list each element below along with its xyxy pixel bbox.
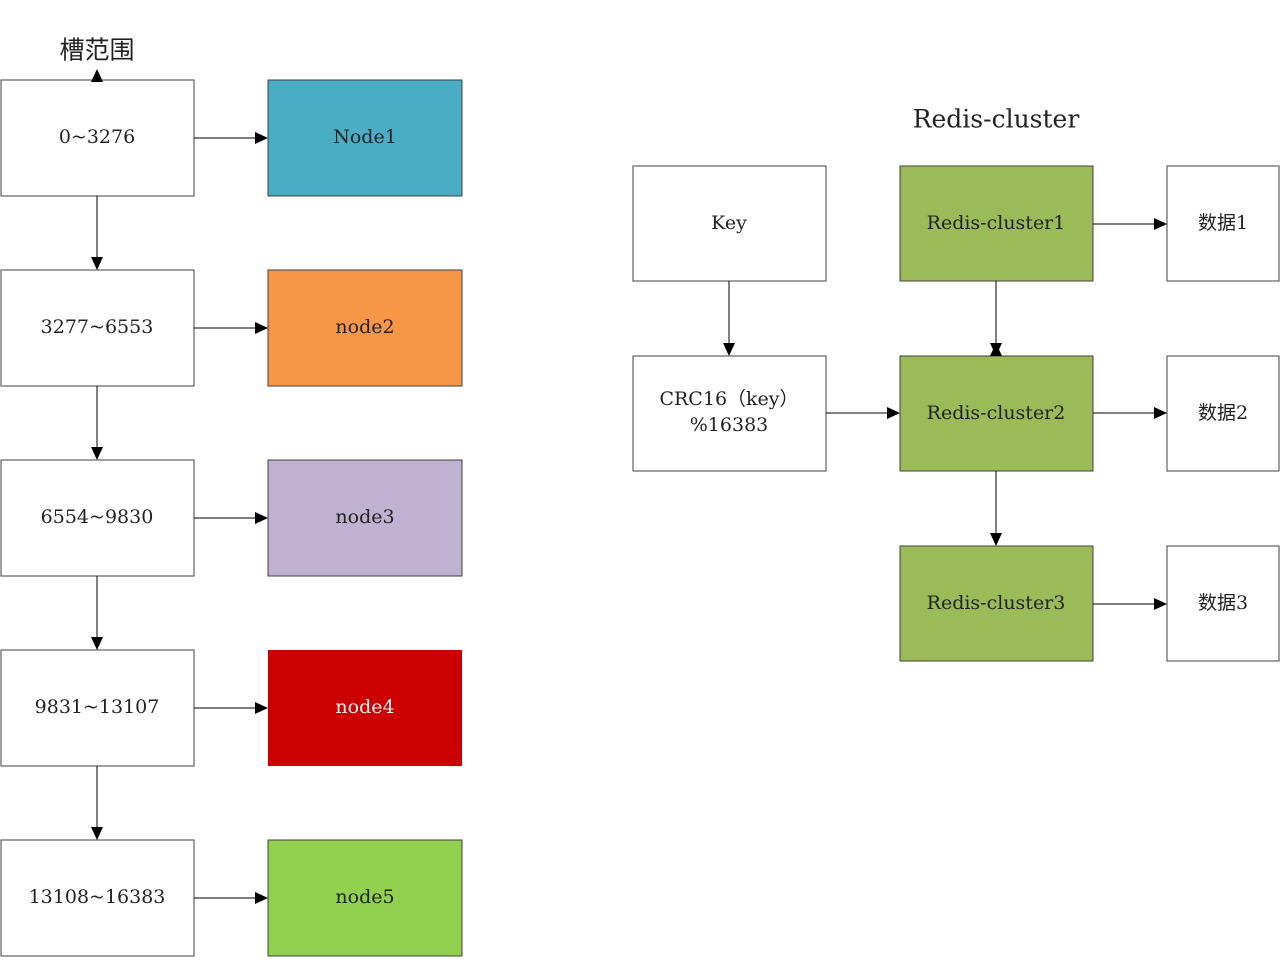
node-label-2: node2 (335, 316, 394, 338)
node-label-3: node3 (335, 506, 394, 528)
node-box-5: node5 (267, 839, 463, 957)
slot-range-box-5: 13108~16383 (0, 839, 195, 957)
slot-range-label-3: 6554~9830 (41, 506, 154, 528)
key-label: Key (711, 212, 747, 234)
data-label-2: 数据2 (1198, 402, 1248, 424)
node-label-1: Node1 (333, 126, 397, 148)
slot-range-box-4: 9831~13107 (0, 649, 195, 767)
cluster-box-2: Redis-cluster2 (899, 355, 1094, 472)
hash-to-cluster-arrow (826, 407, 900, 419)
range-chain-arrow-3 (91, 576, 103, 650)
node-box-2: node2 (267, 269, 463, 387)
range-to-node-arrow-1 (194, 132, 268, 144)
slot-range-label-1: 0~3276 (59, 126, 135, 148)
data-label-1: 数据1 (1198, 212, 1248, 234)
hash-label-line1: CRC16（key） (659, 388, 798, 410)
cluster1-to-data1-arrow (1093, 218, 1167, 230)
slot-range-label-2: 3277~6553 (41, 316, 154, 338)
node-box-1: Node1 (267, 79, 463, 197)
range-to-node-arrow-4 (194, 702, 268, 714)
key-box: Key (632, 165, 827, 282)
data-box-2: 数据2 (1166, 355, 1280, 472)
node-box-4: node4 (268, 650, 462, 766)
node-label-5: node5 (335, 886, 394, 908)
data-box-3: 数据3 (1166, 545, 1280, 662)
cluster-label-1: Redis-cluster1 (927, 212, 1066, 234)
slot-range-box-3: 6554~9830 (0, 459, 195, 577)
slot-range-title: 槽范围 (59, 36, 134, 65)
data-label-3: 数据3 (1198, 592, 1248, 614)
cluster-box-1: Redis-cluster1 (899, 165, 1094, 282)
slot-range-box-1: 0~3276 (0, 79, 195, 197)
data-box-1: 数据1 (1166, 165, 1280, 282)
hash-label-line2: %16383 (690, 414, 769, 436)
node-box-3: node3 (267, 459, 463, 577)
range-chain-arrow-4 (91, 766, 103, 840)
key-to-hash-arrow (723, 281, 735, 356)
range-to-node-arrow-3 (194, 512, 268, 524)
range-chain-arrow-2 (91, 386, 103, 460)
cluster-label-3: Redis-cluster3 (927, 592, 1066, 614)
cluster-title: Redis-cluster (913, 105, 1080, 134)
cluster1-to-cluster2-arrow (990, 281, 1002, 356)
range-chain-arrow-1 (91, 196, 103, 270)
title-arrow (91, 69, 103, 82)
slot-range-label-4: 9831~13107 (35, 696, 160, 718)
cluster2-to-data2-arrow (1093, 407, 1167, 419)
cluster2-to-cluster3-arrow (990, 471, 1002, 546)
cluster-label-2: Redis-cluster2 (927, 402, 1066, 424)
slot-range-label-5: 13108~16383 (29, 886, 166, 908)
node-label-4: node4 (335, 696, 394, 718)
cluster3-to-data3-arrow (1093, 598, 1167, 610)
range-to-node-arrow-2 (194, 322, 268, 334)
range-to-node-arrow-5 (194, 892, 268, 904)
slot-range-box-2: 3277~6553 (0, 269, 195, 387)
cluster-box-3: Redis-cluster3 (899, 545, 1094, 662)
hash-box: CRC16（key） %16383 (632, 355, 827, 472)
